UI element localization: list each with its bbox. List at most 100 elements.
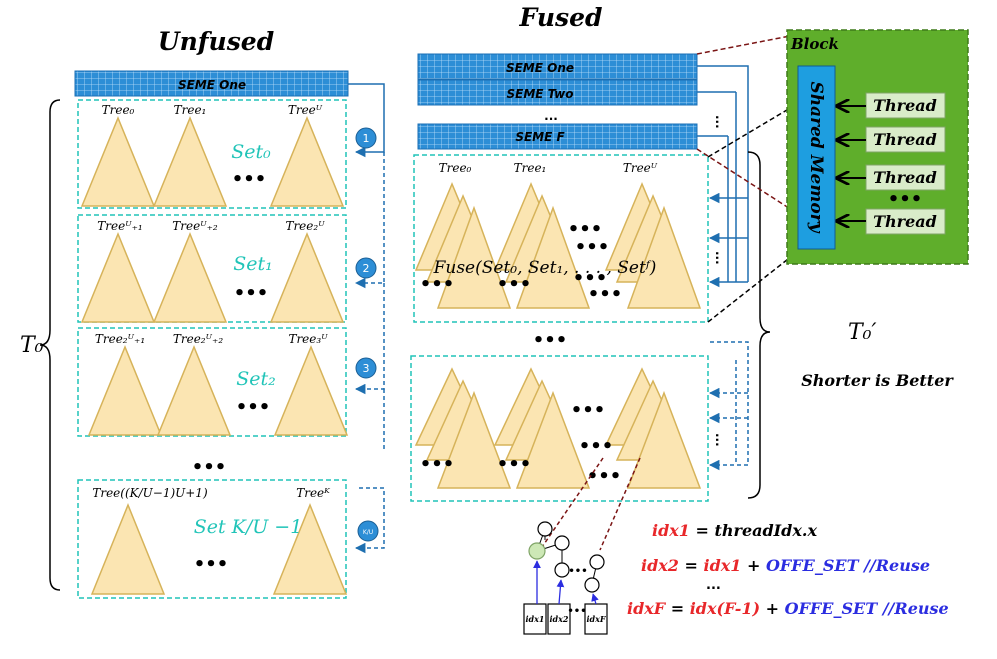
connector bbox=[707, 103, 798, 158]
ellipsis: ••• bbox=[420, 454, 455, 475]
thread-box bbox=[865, 164, 946, 191]
code-offset: OFFE_SET bbox=[766, 556, 860, 575]
ellipsis: ••• bbox=[573, 268, 608, 289]
seme-label: SEME Two bbox=[506, 87, 573, 101]
seme-label: SEME F bbox=[515, 130, 565, 144]
thread-label: Thread bbox=[873, 212, 937, 231]
code-lhs: idxF bbox=[627, 599, 667, 618]
ellipsis: ••• bbox=[497, 454, 532, 475]
code-lhs: idx2 bbox=[641, 556, 679, 575]
tree-triangle bbox=[90, 502, 166, 595]
fused-tree-stack bbox=[414, 367, 512, 489]
fused-loop-line bbox=[710, 341, 749, 465]
code-op: + bbox=[741, 556, 766, 575]
tree-triangle bbox=[273, 345, 349, 436]
ellipsis: ••• bbox=[587, 466, 622, 487]
tree-triangle bbox=[269, 116, 345, 207]
tree-label: Tree((K/U−1)U+1) bbox=[92, 486, 208, 500]
shared-memory-label: Shared Memory bbox=[806, 81, 826, 233]
ellipsis: ••• bbox=[420, 274, 455, 295]
title-fused: Fused bbox=[519, 3, 603, 32]
ellipsis: ••• bbox=[236, 397, 271, 418]
brace-fused bbox=[747, 151, 771, 499]
index-box bbox=[523, 603, 547, 635]
shorter-is-better: Shorter is Better bbox=[801, 371, 954, 390]
index-label: idx1 bbox=[526, 614, 545, 624]
step-number: 3 bbox=[363, 362, 370, 375]
set-label: Set₀ bbox=[231, 141, 271, 163]
code-comment: //Reuse bbox=[858, 556, 930, 575]
index-tree: ••• idx1 idx2 idxF ••• bbox=[523, 457, 641, 635]
code-lhs: idx1 bbox=[652, 521, 690, 540]
ellipsis: ••• bbox=[588, 284, 623, 305]
tree-label: Tree₁ bbox=[174, 103, 207, 117]
thread-label: Thread bbox=[873, 96, 937, 115]
fused-set-box bbox=[413, 154, 709, 323]
fused-set-box bbox=[410, 355, 709, 502]
code-eq: = bbox=[679, 556, 704, 575]
unfused-panel: SEME One Tree₀ Tree₁ Treeᵁ Treeᵁ₊₁ Treeᵁ… bbox=[20, 70, 385, 599]
thread-box bbox=[865, 92, 946, 119]
tree-node bbox=[554, 535, 570, 551]
tree-label: Treeᵁ bbox=[288, 103, 323, 117]
ellipsis: ••• bbox=[194, 554, 229, 575]
set-label: Set₂ bbox=[236, 368, 276, 390]
thread-label: Thread bbox=[873, 130, 937, 149]
tree-label: Tree₂ᵁ₊₁ bbox=[95, 332, 145, 346]
set-label: Set K/U −1 bbox=[194, 516, 303, 538]
tree-triangle bbox=[80, 232, 156, 323]
step-marker bbox=[355, 127, 377, 149]
fused-loop-line bbox=[697, 65, 749, 282]
tree-node bbox=[554, 562, 570, 578]
loop-arrow bbox=[348, 83, 385, 158]
bar-gap: ... bbox=[544, 109, 558, 123]
fused-panel: SEME One SEME Two SEME F ... Tree₀ Tree₁… bbox=[410, 53, 954, 502]
arrow-gap: ... bbox=[713, 251, 727, 265]
index-label: idxF bbox=[586, 614, 606, 624]
arrow-gap: ... bbox=[713, 115, 727, 129]
connector bbox=[696, 35, 791, 55]
tree-label: Treeᵁ₊₁ bbox=[97, 219, 142, 233]
code-line-2: idx2 = idx1 + OFFE_SET //Reuse bbox=[641, 556, 930, 575]
set-box-0 bbox=[77, 99, 347, 209]
code-rhs: threadIdx.x bbox=[714, 521, 817, 540]
loop-arrow bbox=[354, 152, 385, 289]
ellipsis: ••• bbox=[568, 219, 603, 240]
tree-label: Treeᵁ₊₂ bbox=[172, 219, 218, 233]
tree-triangle bbox=[272, 502, 348, 595]
index-arrow bbox=[556, 579, 565, 605]
ellipsis: ••• bbox=[232, 169, 267, 190]
seme-one-label: SEME One bbox=[178, 78, 246, 92]
tree-node bbox=[528, 542, 546, 560]
ellipsis: ••• bbox=[192, 457, 227, 478]
ellipsis: ••• bbox=[575, 237, 610, 258]
fused-tree-stack bbox=[493, 367, 591, 489]
connector bbox=[539, 457, 604, 551]
code-rhs: idx(F-1) bbox=[690, 599, 760, 618]
seme-bar bbox=[417, 79, 698, 106]
ellipsis: ••• bbox=[533, 330, 568, 351]
tree-triangle bbox=[152, 232, 228, 323]
tree-triangle bbox=[156, 345, 232, 436]
seme-bar bbox=[417, 123, 698, 150]
seme-one-bar bbox=[74, 70, 349, 97]
index-code: idx1 = threadIdx.x idx2 = idx1 + OFFE_SE… bbox=[627, 521, 949, 618]
tree-label: Tree₀ bbox=[102, 103, 135, 117]
title-unfused: Unfused bbox=[158, 27, 274, 56]
arrow-gap: ... bbox=[713, 433, 727, 447]
tree-label: Treeᴷ bbox=[296, 486, 331, 500]
time-unfused: T₀ bbox=[20, 333, 44, 358]
tree-triangle bbox=[152, 116, 228, 207]
thread-label: Thread bbox=[873, 168, 937, 187]
tree-node bbox=[584, 577, 600, 593]
shared-memory bbox=[797, 65, 836, 250]
seme-bar bbox=[417, 53, 698, 80]
tree-triangle bbox=[87, 345, 163, 436]
tree-label: Tree₂ᵁ bbox=[285, 219, 325, 233]
tree-label: Tree₀ bbox=[439, 161, 472, 175]
code-eq: = bbox=[690, 521, 715, 540]
code-line-1: idx1 = threadIdx.x bbox=[652, 521, 817, 540]
index-ellipsis: ••• bbox=[567, 606, 586, 617]
tree-node bbox=[537, 521, 553, 537]
connector bbox=[599, 457, 641, 551]
